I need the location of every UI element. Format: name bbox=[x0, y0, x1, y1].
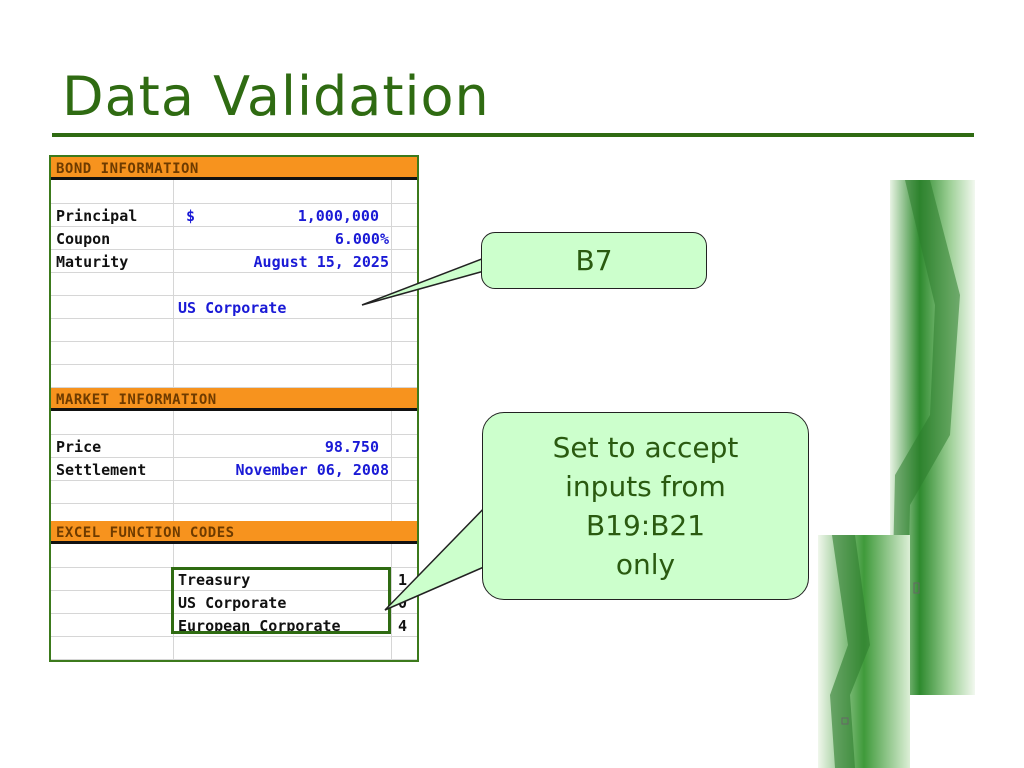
option-code: 1 bbox=[398, 571, 408, 589]
slide-title: Data Validation bbox=[62, 65, 490, 128]
maturity-row: Maturity August 15, 2025 bbox=[51, 250, 417, 273]
b7-callout-pointer bbox=[361, 250, 502, 306]
principal-label: Principal bbox=[56, 207, 138, 225]
option-row-treasury: Treasury 1 bbox=[51, 568, 417, 591]
option-us-corporate: US Corporate bbox=[178, 594, 287, 612]
empty-row bbox=[51, 637, 417, 660]
market-info-header-row: MARKET INFORMATION bbox=[51, 388, 417, 411]
option-code: 4 bbox=[398, 617, 408, 635]
title-underline bbox=[52, 133, 974, 137]
option-treasury: Treasury bbox=[178, 571, 251, 589]
settlement-row: Settlement November 06, 2008 bbox=[51, 458, 417, 481]
coupon-value: 6.000% bbox=[334, 230, 389, 248]
circuit-pad bbox=[841, 717, 849, 725]
b7-callout: B7 bbox=[481, 232, 707, 289]
coupon-row: Coupon 6.000% bbox=[51, 227, 417, 250]
option-row-european-corporate: European Corporate 4 bbox=[51, 614, 417, 637]
empty-row bbox=[51, 273, 417, 296]
maturity-value: August 15, 2025 bbox=[253, 253, 389, 271]
validation-callout-line: inputs from bbox=[565, 470, 726, 503]
validation-callout-line: only bbox=[615, 548, 676, 581]
empty-row bbox=[51, 365, 417, 388]
option-european-corporate: European Corporate bbox=[178, 617, 341, 635]
bond-info-header-row: BOND INFORMATION bbox=[51, 157, 417, 180]
settlement-label: Settlement bbox=[56, 461, 147, 479]
maturity-label: Maturity bbox=[56, 253, 129, 271]
validation-callout-line: B19:B21 bbox=[585, 509, 706, 542]
coupon-label: Coupon bbox=[56, 230, 111, 248]
validation-callout: Set to accept inputs from B19:B21 only bbox=[482, 412, 809, 600]
circuit-trace bbox=[830, 535, 870, 768]
bond-type-row: US Corporate bbox=[51, 296, 417, 319]
principal-value: 1,000,000 bbox=[297, 207, 379, 225]
circuit-pad bbox=[913, 582, 920, 594]
codes-header-row: EXCEL FUNCTION CODES bbox=[51, 521, 417, 544]
codes-header: EXCEL FUNCTION CODES bbox=[56, 525, 235, 541]
empty-row bbox=[51, 412, 417, 435]
price-value: 98.750 bbox=[324, 438, 379, 456]
empty-row bbox=[51, 481, 417, 504]
circuit-decoration bbox=[818, 180, 975, 768]
settlement-value: November 06, 2008 bbox=[235, 461, 389, 479]
bond-type-value: US Corporate bbox=[178, 299, 287, 317]
empty-row bbox=[51, 181, 417, 204]
principal-row: Principal $ 1,000,000 bbox=[51, 204, 417, 227]
bond-info-header: BOND INFORMATION bbox=[56, 161, 199, 177]
principal-currency: $ bbox=[186, 207, 196, 225]
price-row: Price 98.750 bbox=[51, 435, 417, 458]
validation-callout-line: Set to accept bbox=[552, 431, 739, 464]
market-info-header: MARKET INFORMATION bbox=[56, 392, 217, 408]
empty-row bbox=[51, 342, 417, 365]
empty-row bbox=[51, 319, 417, 342]
price-label: Price bbox=[56, 438, 102, 456]
validation-range-highlight bbox=[171, 567, 391, 634]
spreadsheet-screenshot: BOND INFORMATION Principal $ 1,000,000 C… bbox=[49, 155, 419, 662]
